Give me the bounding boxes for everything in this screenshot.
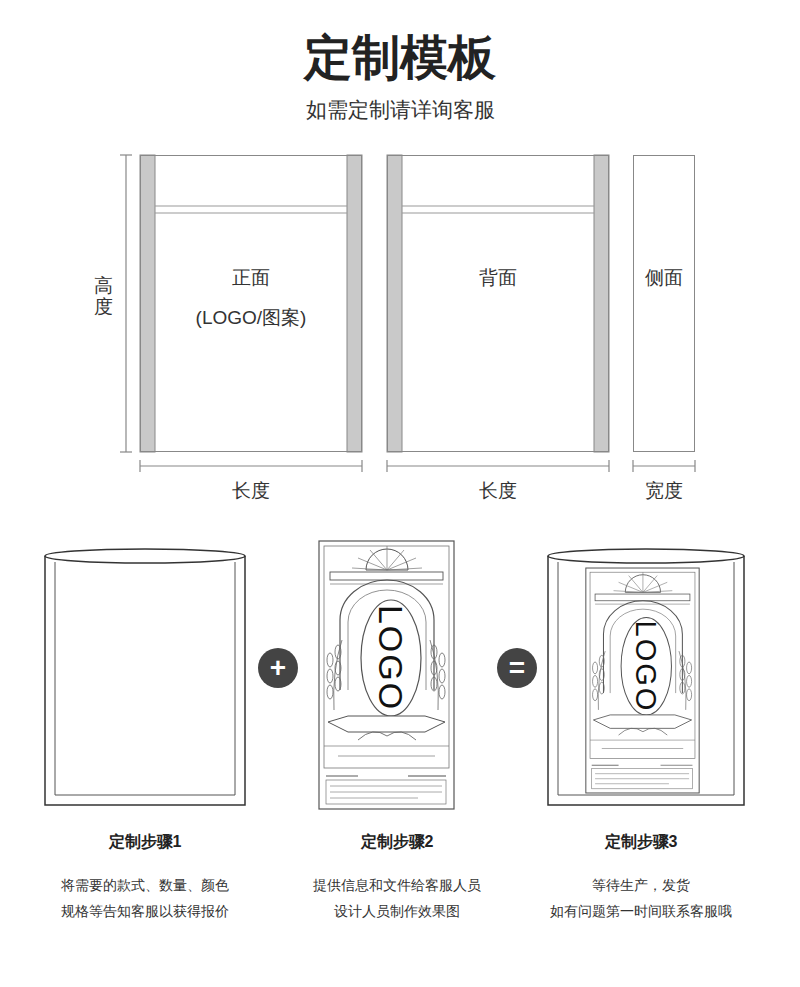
node-sublabel: (LOGO/图案)	[196, 306, 307, 330]
node-label: 正面	[232, 266, 270, 290]
step-title: 定制步骤1	[45, 831, 245, 852]
step-description: 提供信息和文件给客服人员 设计人员制作效果图	[305, 872, 489, 924]
step-description: 将需要的款式、数量、颜色 规格等告知客服以获得报价	[53, 872, 237, 924]
side-panel: 侧面	[633, 155, 695, 452]
step-description: 等待生产，发货 如有问题第一时间联系客服哦	[542, 872, 740, 924]
node-label: =	[509, 648, 525, 688]
logo-mark: LOGO	[374, 605, 408, 711]
step-title: 定制步骤2	[297, 831, 497, 852]
node-label: 侧面	[645, 266, 683, 290]
page-title: 定制模板	[0, 28, 800, 88]
dimension-label: 高度	[94, 276, 113, 318]
logo-mark: LOGO	[632, 620, 661, 712]
node-label: 背面	[479, 266, 517, 290]
dimension-label: 长度	[448, 478, 548, 503]
back-panel: 背面	[387, 155, 609, 452]
step-title: 定制步骤3	[541, 831, 741, 852]
front-panel: 正面 (LOGO/图案)	[140, 155, 362, 452]
node-label: +	[270, 648, 286, 688]
dimension-label: 长度	[201, 478, 301, 503]
plus-circle: +	[258, 648, 298, 688]
dimension-label: 宽度	[624, 478, 704, 503]
subtitle: 如需定制请详询客服	[200, 96, 600, 123]
equals-circle: =	[497, 648, 537, 688]
